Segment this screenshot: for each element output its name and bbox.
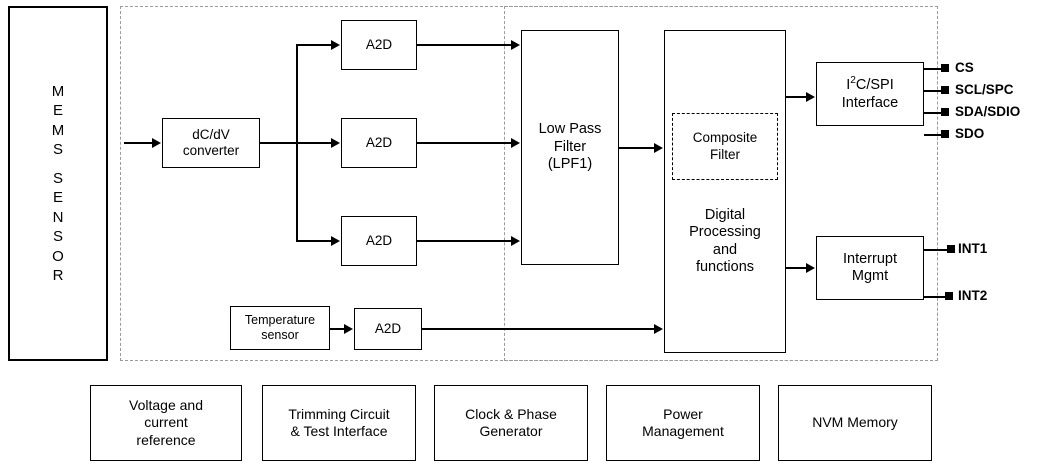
pin-marker-sdo <box>941 130 949 138</box>
pin-marker-int1 <box>947 245 955 253</box>
bottom-block-label: Voltage and current reference <box>129 396 203 448</box>
pin-label-sdo: SDO <box>955 126 985 141</box>
bottom-block-nvm-memory: NVM Memory <box>778 385 932 461</box>
composite-filter-label: Composite Filter <box>692 130 758 162</box>
a2d-block-temp: A2D <box>354 308 422 350</box>
wire-a2dtemp-to-digital <box>422 328 656 330</box>
mems-sensor-label: M E M S S E N S O R <box>10 82 106 286</box>
pin-label-scl: SCL/SPC <box>955 82 1014 97</box>
a2d-block-3: A2D <box>341 216 417 266</box>
i2c-spi-interface-label: I2C/SPI Interface <box>842 75 898 112</box>
i2c-spi-interface-block: I2C/SPI Interface <box>816 62 924 126</box>
mems-char: R <box>52 267 64 284</box>
bottom-block-voltage-current-reference: Voltage and current reference <box>90 385 242 461</box>
low-pass-filter-label: Low Pass Filter (LPF1) <box>538 121 602 173</box>
pin-marker-sda <box>941 108 949 116</box>
pin-marker-cs <box>941 64 949 72</box>
a2d-block-1: A2D <box>341 20 417 70</box>
wire-mems-to-dcdv <box>124 142 154 144</box>
digital-domain-region <box>504 6 938 361</box>
wire-lpf-to-digital <box>619 147 656 149</box>
digital-processing-label: Digital Processing and functions <box>689 207 761 276</box>
a2d-label: A2D <box>365 232 393 248</box>
wire-digital-to-interrupt <box>786 267 808 269</box>
arrowhead-a2d1-in <box>331 39 340 50</box>
wire-pin-sda <box>924 112 944 114</box>
arrowhead-a2d-temp-in <box>344 323 353 334</box>
pin-label-int2: INT2 <box>958 288 988 303</box>
dcdv-converter-block: dC/dV converter <box>162 118 260 168</box>
temperature-sensor-label: Temperature sensor <box>244 313 316 342</box>
low-pass-filter-block: Low Pass Filter (LPF1) <box>521 30 619 265</box>
digital-processing-block: Digital Processing and functions <box>664 30 786 353</box>
wire-pin-int2 <box>924 296 950 298</box>
arrowhead-mems-to-dcdv <box>152 137 161 148</box>
arrowhead-lpf-in-1 <box>511 39 520 50</box>
mems-char: O <box>52 247 64 265</box>
bottom-block-label: Trimming Circuit & Test Interface <box>288 405 390 440</box>
interface-line1-sup: 2 <box>850 75 856 87</box>
interface-line2: Interface <box>841 95 899 112</box>
bottom-block-label: Clock & Phase Generator <box>465 405 557 440</box>
interface-line1-post: C/SPI <box>855 77 894 94</box>
mems-char: M <box>51 82 65 100</box>
interrupt-mgmt-block: Interrupt Mgmt <box>816 236 924 300</box>
pin-label-cs: CS <box>955 60 974 75</box>
mems-sensor-block: M E M S S E N S O R <box>8 6 108 361</box>
wire-digital-to-interface <box>786 96 808 98</box>
wire-pin-int1 <box>924 249 950 251</box>
bottom-block-power-management: Power Management <box>606 385 760 461</box>
wire-pin-sdo <box>924 134 944 136</box>
composite-filter-block: Composite Filter <box>672 113 778 180</box>
arrowhead-digital-in-temp <box>654 323 663 334</box>
wire-a2d3-to-lpf <box>417 240 513 242</box>
wire-temp-to-a2d <box>330 328 346 330</box>
pin-marker-int2 <box>945 292 953 300</box>
a2d-label: A2D <box>365 36 393 52</box>
a2d-label: A2D <box>374 320 402 336</box>
mems-gap <box>10 160 106 169</box>
bottom-block-label: NVM Memory <box>812 414 898 431</box>
a2d-block-2: A2D <box>341 118 417 168</box>
pin-label-int1: INT1 <box>958 241 988 256</box>
dcdv-converter-label: dC/dV converter <box>182 126 240 158</box>
mems-char: M <box>51 121 65 139</box>
mems-char: N <box>52 208 64 226</box>
mems-char: S <box>52 169 63 187</box>
pin-marker-scl <box>941 86 949 94</box>
bottom-block-clock-phase-generator: Clock & Phase Generator <box>434 385 588 461</box>
wire-bus-to-a2d2 <box>296 142 333 144</box>
a2d-label: A2D <box>365 134 393 150</box>
pin-label-sda: SDA/SDIO <box>955 104 1021 119</box>
interface-line1-pre: I <box>846 77 851 94</box>
arrowhead-a2d3-in <box>331 235 340 246</box>
wire-a2d2-to-lpf <box>417 142 513 144</box>
wire-dcdv-out <box>260 142 298 144</box>
arrowhead-lpf-in-3 <box>511 235 520 246</box>
bottom-block-trimming-circuit: Trimming Circuit & Test Interface <box>262 385 416 461</box>
wire-bus-to-a2d3 <box>296 240 333 242</box>
wire-pin-cs <box>924 68 944 70</box>
mems-char: E <box>52 189 63 206</box>
arrowhead-a2d2-in <box>331 137 340 148</box>
arrowhead-interface-in <box>806 91 815 102</box>
mems-char: S <box>52 141 63 158</box>
mems-char: E <box>52 102 63 119</box>
wire-bus-to-a2d1 <box>296 44 333 46</box>
wire-a2d1-to-lpf <box>417 44 513 46</box>
wire-pin-scl <box>924 90 944 92</box>
bottom-block-label: Power Management <box>642 405 724 440</box>
arrowhead-interrupt-in <box>806 262 815 273</box>
temperature-sensor-block: Temperature sensor <box>230 306 330 350</box>
mems-char: S <box>52 228 63 245</box>
arrowhead-digital-in <box>654 142 663 153</box>
interrupt-mgmt-label: Interrupt Mgmt <box>843 250 897 284</box>
arrowhead-lpf-in-2 <box>511 137 520 148</box>
